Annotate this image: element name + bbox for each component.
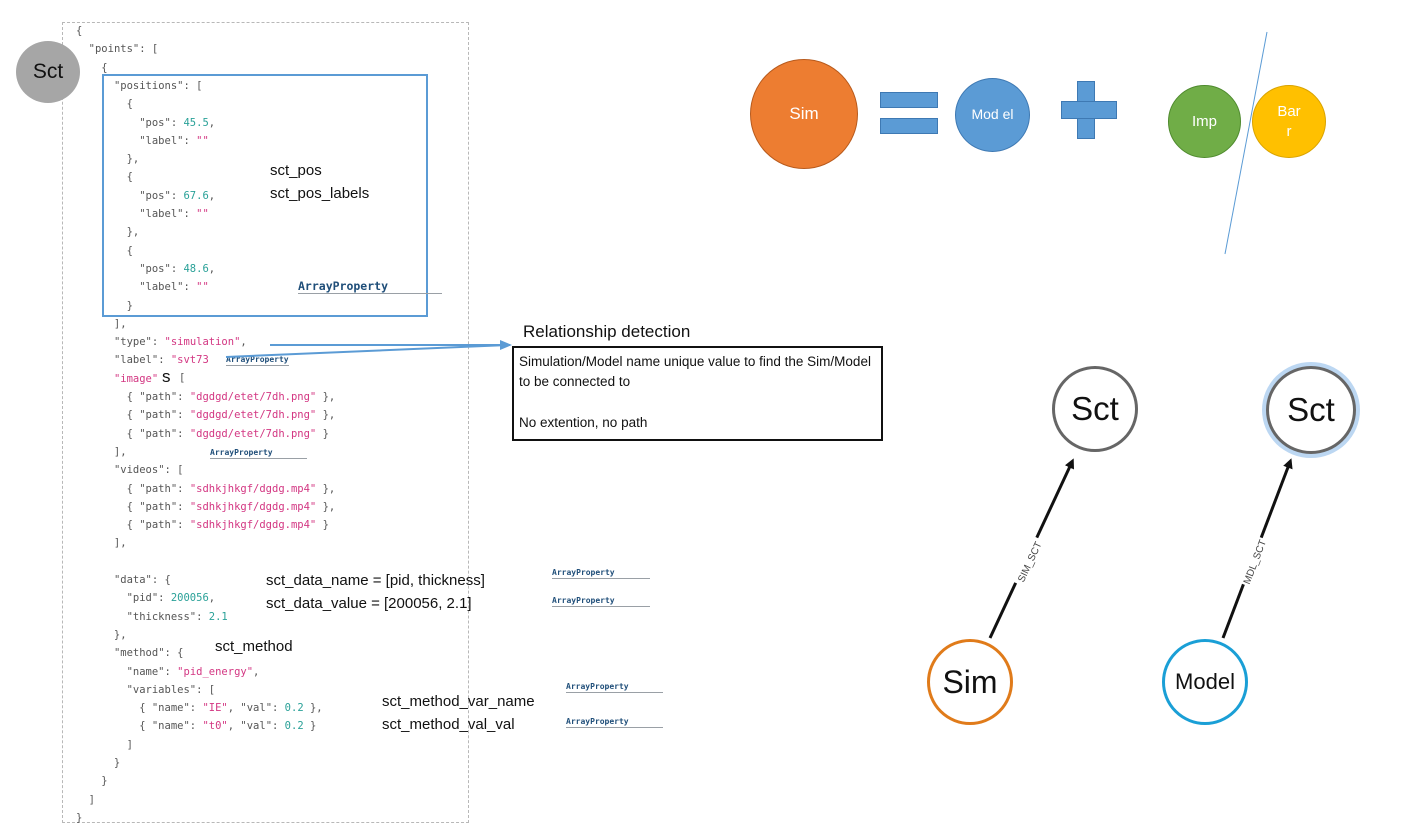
code-line: "image" [113, 372, 159, 385]
graph1-sct-label: Sct [1071, 390, 1119, 427]
graph2-model-label: Model [1175, 669, 1235, 694]
code-line: { "path": "sdhkjhkgf/dgdg.mp4" }, [76, 500, 336, 513]
code-line: "positions": [ [113, 79, 203, 92]
model-circle-label: Mod el [971, 106, 1014, 123]
relationship-box: Simulation/Model name unique value to fi… [512, 346, 883, 441]
code-line: "label": "" [139, 281, 209, 294]
model-circle: Mod el [955, 78, 1030, 152]
sct-badge: Sct [16, 41, 80, 103]
code-line: { "path": "sdhkjhkgf/dgdg.mp4" } [76, 519, 329, 532]
imp-bar-divider-line [1224, 31, 1268, 255]
annotation-sct-pos-labels: sct_pos_labels [270, 185, 370, 202]
code-line: } [76, 775, 108, 788]
code-line: ] [76, 738, 133, 751]
code-line: "label": "" [139, 208, 209, 220]
annotation-sct-pos: sct_pos [270, 162, 322, 179]
images-array-property-tag: ArrayProperty [210, 448, 307, 459]
code-line: ] [76, 793, 95, 806]
code-line: { "path": "dgdgd/etet/7dh.png" }, [76, 409, 336, 422]
annotation-sct-method: sct_method [215, 638, 293, 655]
code-line: } [76, 757, 121, 769]
sim-circle-label: Sim [789, 104, 819, 123]
positions-highlight-box [102, 74, 428, 317]
code-line: "videos": [ [113, 464, 184, 477]
code-line: ], [76, 445, 127, 458]
annotation-sct-data-name: sct_data_name = [pid, thickness] [266, 572, 485, 589]
json-code-panel [62, 22, 469, 823]
positions-array-property-tag: ArrayProperty [298, 279, 442, 295]
graph1-sim-node: Sim [927, 639, 1013, 725]
code-line: "pos": 48.6, [139, 262, 216, 275]
code-line: ], [76, 537, 127, 550]
code-line: { [76, 244, 133, 257]
equals-bar-top [880, 92, 938, 108]
annotation-sct-method-var-name: sct_method_var_name [382, 693, 535, 710]
code-line: "label": "svt73 [113, 354, 209, 367]
var-name-array-property-tag: ArrayProperty [566, 682, 663, 693]
equals-bar-bottom [880, 118, 938, 134]
code-line: }, [76, 153, 140, 166]
code-line: "thickness": 2.1 [126, 610, 228, 623]
code-line: "name": "pid_energy", [126, 665, 260, 678]
code-line: { [76, 25, 83, 37]
code-line: { "name": "IE", "val": 0.2 }, [76, 702, 323, 715]
code-line: "points": [ [88, 43, 159, 56]
code-line: "pos": 45.5, [139, 116, 216, 129]
annotation-sct-data-value: sct_data_value = [200056, 2.1] [266, 595, 472, 612]
plus-horizontal [1061, 101, 1117, 119]
code-line: ], [76, 317, 127, 330]
imp-circle: Imp [1168, 85, 1241, 158]
data-value-array-property-tag: ArrayProperty [552, 596, 650, 607]
code-line: { "path": "dgdgd/etet/7dh.png" }, [76, 391, 336, 403]
graph2-sct-node: Sct [1266, 366, 1356, 454]
graph1-sim-label: Sim [942, 663, 998, 700]
code-line: "data": { [113, 574, 171, 586]
code-line: { "path": "dgdgd/etet/7dh.png" } [76, 427, 329, 440]
code-line: "pos": 67.6, [139, 189, 216, 202]
graph2-model-node: Model [1162, 639, 1248, 725]
code-line: { [76, 98, 133, 111]
relationship-line2: No extention, no path [519, 414, 648, 430]
code-line: }, [76, 226, 140, 239]
code-line: "pid": 200056, [126, 592, 216, 605]
image-bracket-fragment: [ [179, 372, 186, 384]
label-to-relationship-arrow [225, 344, 509, 358]
code-line: "method": { [113, 647, 184, 660]
sim-circle: Sim [750, 59, 858, 169]
graph2-sct-label: Sct [1287, 391, 1335, 428]
bar-circle: Bar r [1252, 85, 1326, 158]
relationship-title: Relationship detection [523, 322, 691, 341]
code-line: "type": "simulation", [113, 336, 247, 349]
image-s-fragment: s [162, 367, 171, 386]
code-line: "label": "" [139, 134, 209, 147]
code-line: { "name": "t0", "val": 0.2 } [76, 720, 317, 733]
sct-badge-label: Sct [32, 60, 64, 83]
code-line: }, [76, 628, 127, 641]
val-val-array-property-tag: ArrayProperty [566, 717, 663, 728]
code-line: "variables": [ [126, 683, 216, 696]
code-line: { "path": "sdhkjhkgf/dgdg.mp4" }, [76, 482, 336, 495]
annotation-sct-method-val-val: sct_method_val_val [382, 716, 515, 733]
bar-circle-label: Bar r [1277, 103, 1301, 140]
relationship-line1: Simulation/Model name unique value to fi… [519, 354, 871, 390]
code-line: } [76, 299, 133, 312]
code-line: { [76, 61, 108, 74]
data-name-array-property-tag: ArrayProperty [552, 568, 650, 579]
graph1-sct-node: Sct [1052, 366, 1138, 452]
imp-circle-label: Imp [1191, 113, 1217, 130]
code-line: } [76, 811, 83, 824]
label-array-property-tag: ArrayProperty [226, 355, 289, 366]
code-line: { [76, 171, 133, 184]
